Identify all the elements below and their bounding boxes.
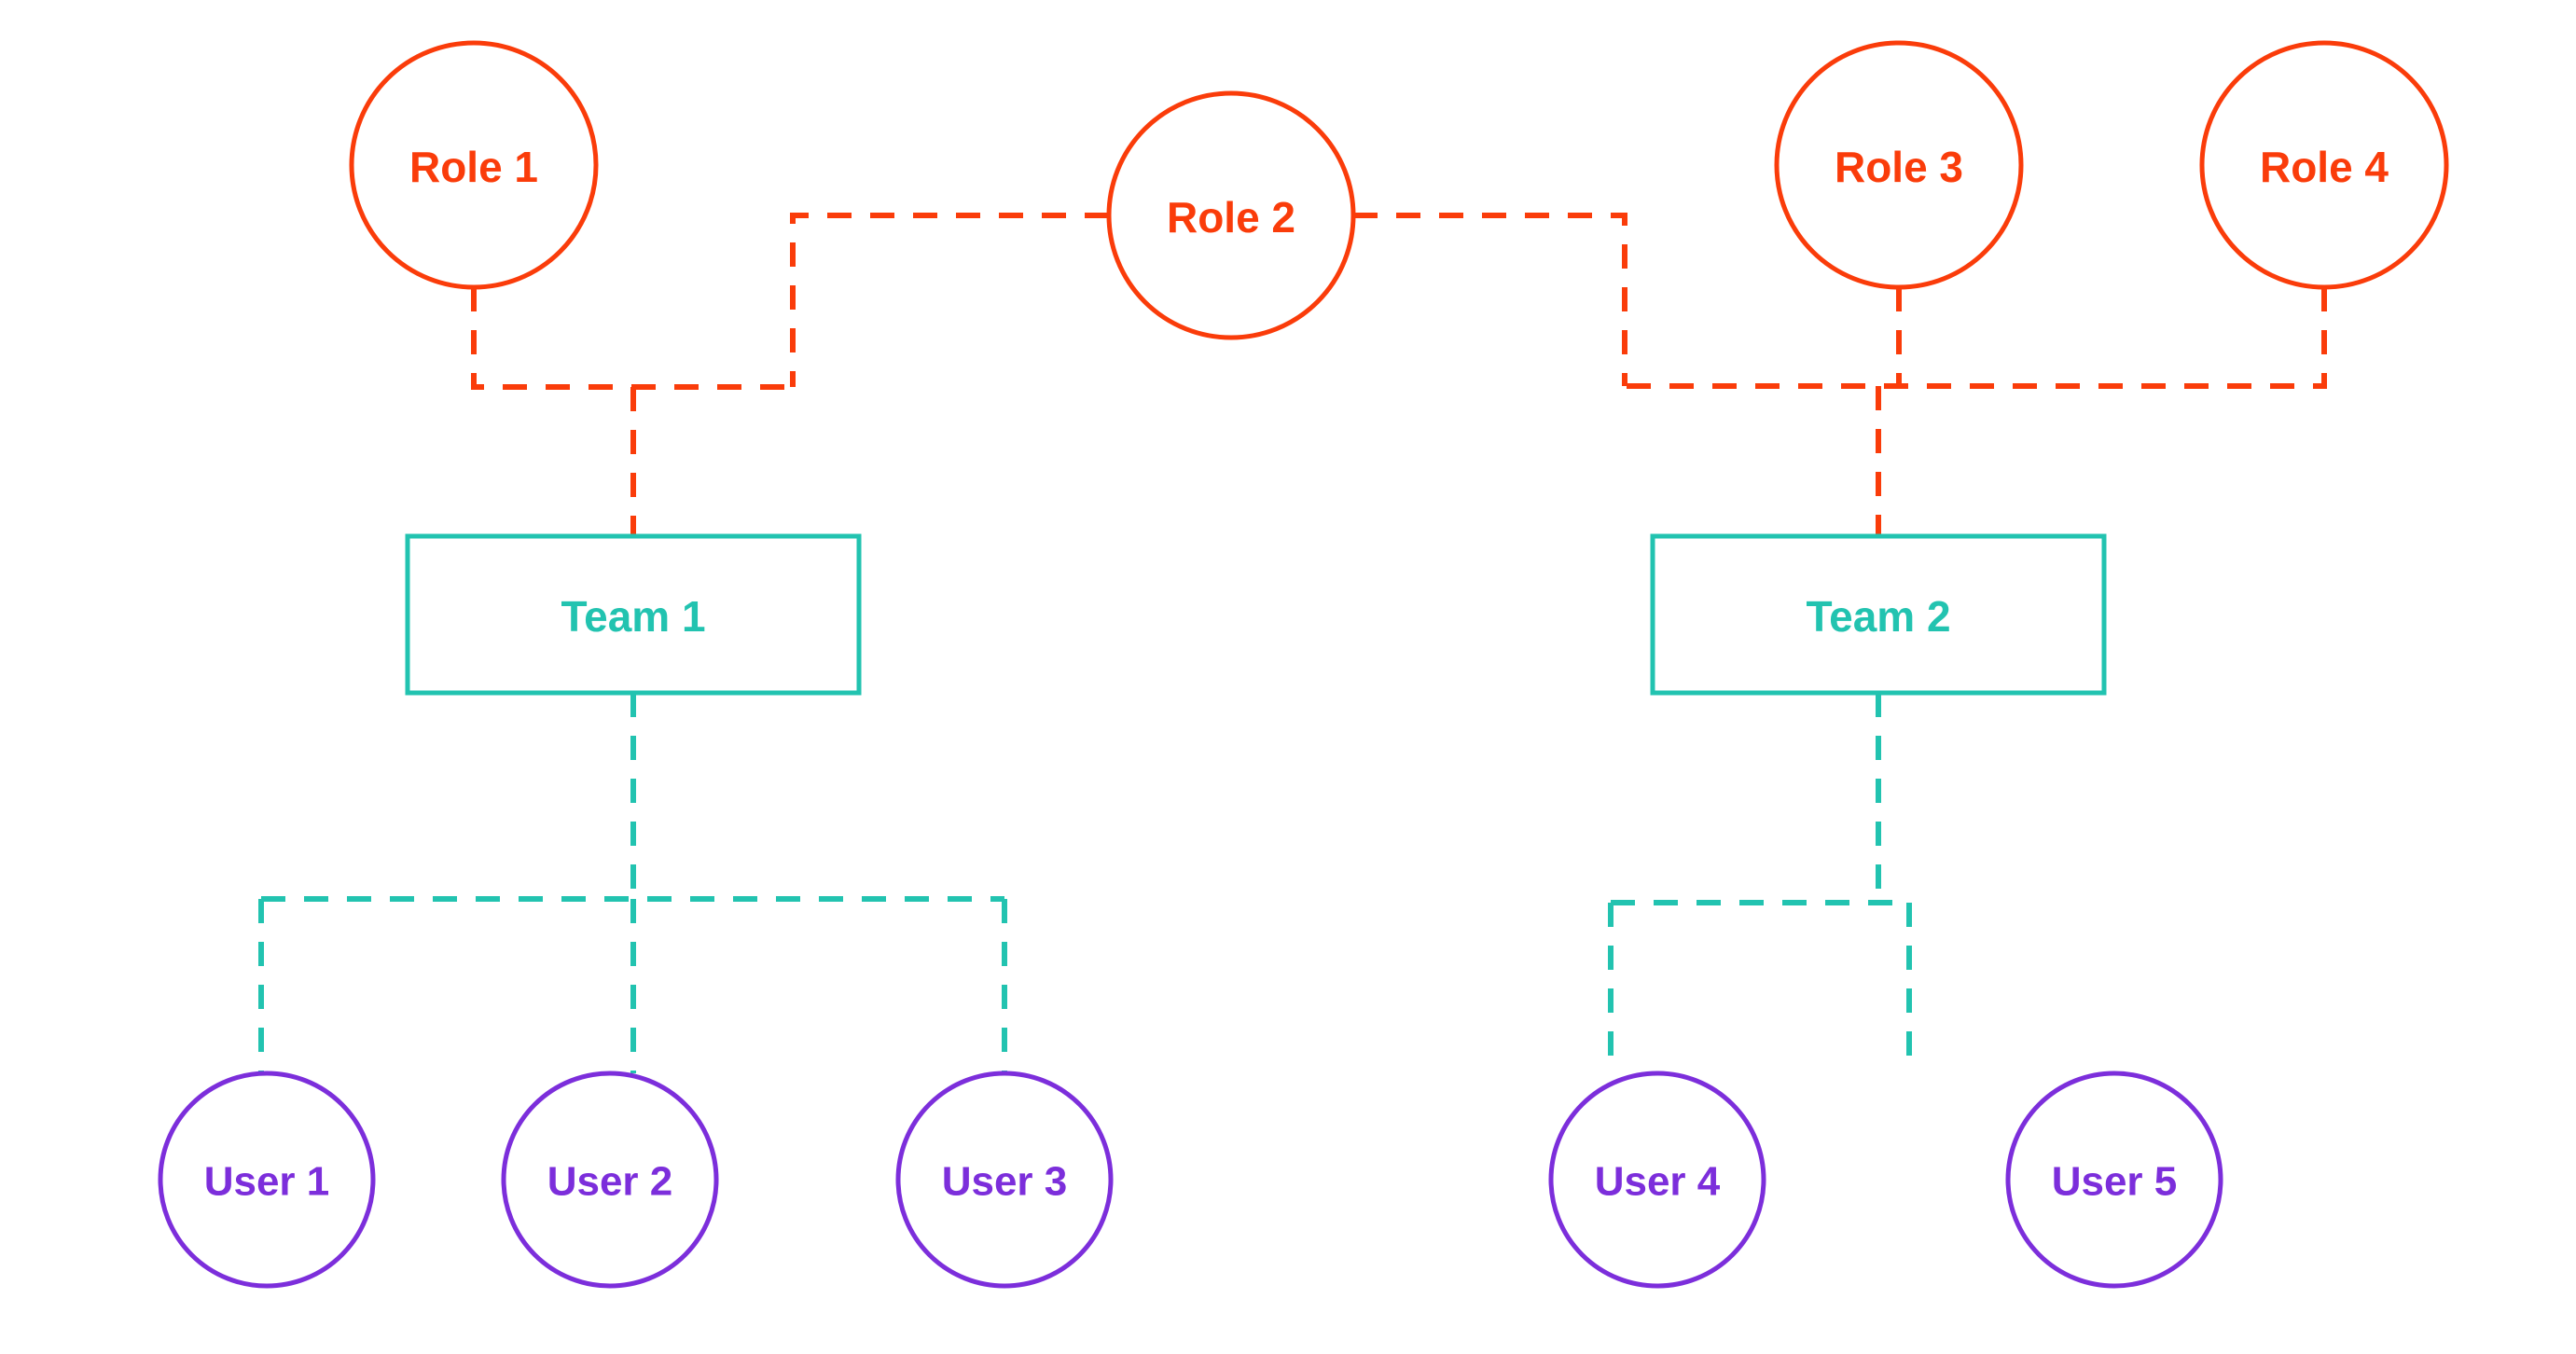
node-user-5[interactable]: User 5 — [2005, 1071, 2223, 1289]
edge-role2-to-team1-bus — [790, 213, 1109, 387]
node-group-roles: Role 1 Role 2 Role 3 Role 4 — [349, 40, 2449, 340]
user-1-circle[interactable] — [158, 1071, 376, 1289]
edge-group-teams — [258, 693, 1912, 1073]
team-1-label: Team 1 — [561, 592, 705, 641]
node-role-4[interactable]: Role 4 — [2199, 40, 2449, 290]
role-2-circle[interactable] — [1106, 90, 1356, 340]
edge-role1-to-team1-bus — [471, 287, 793, 390]
node-user-3[interactable]: User 3 — [895, 1071, 1114, 1289]
user-5-circle[interactable] — [2005, 1071, 2223, 1289]
user-3-label: User 3 — [942, 1159, 1068, 1205]
node-team-2[interactable]: Team 2 — [1650, 533, 2107, 696]
node-user-1[interactable]: User 1 — [158, 1071, 376, 1289]
edge-group-roles — [471, 213, 2327, 536]
node-group-teams: Team 1 Team 2 — [405, 533, 2107, 696]
node-role-2[interactable]: Role 2 — [1106, 90, 1356, 340]
node-role-1[interactable]: Role 1 — [349, 40, 599, 290]
team-2-label: Team 2 — [1806, 592, 1950, 641]
user-1-label: User 1 — [204, 1159, 330, 1205]
node-role-3[interactable]: Role 3 — [1774, 40, 2024, 290]
team-1-box[interactable] — [405, 533, 862, 696]
edge-role4-to-team2-bus — [1616, 287, 2327, 389]
role-1-label: Role 1 — [409, 143, 538, 191]
user-4-circle[interactable] — [1548, 1071, 1766, 1289]
node-team-1[interactable]: Team 1 — [405, 533, 862, 696]
role-3-label: Role 3 — [1835, 143, 1963, 191]
user-2-label: User 2 — [547, 1159, 673, 1205]
node-user-2[interactable]: User 2 — [501, 1071, 719, 1289]
node-user-4[interactable]: User 4 — [1548, 1071, 1766, 1289]
role-4-circle[interactable] — [2199, 40, 2449, 290]
node-group-users: User 1 User 2 User 3 User 4 User 5 — [158, 1071, 2223, 1289]
edge-role2-to-team2-bus — [1353, 213, 1627, 386]
user-4-label: User 4 — [1595, 1159, 1721, 1205]
role-3-circle[interactable] — [1774, 40, 2024, 290]
team-2-box[interactable] — [1650, 533, 2107, 696]
role-4-label: Role 4 — [2260, 143, 2389, 191]
role-1-circle[interactable] — [349, 40, 599, 290]
user-2-circle[interactable] — [501, 1071, 719, 1289]
user-3-circle[interactable] — [895, 1071, 1114, 1289]
user-5-label: User 5 — [2052, 1159, 2178, 1205]
role-2-label: Role 2 — [1167, 193, 1295, 242]
